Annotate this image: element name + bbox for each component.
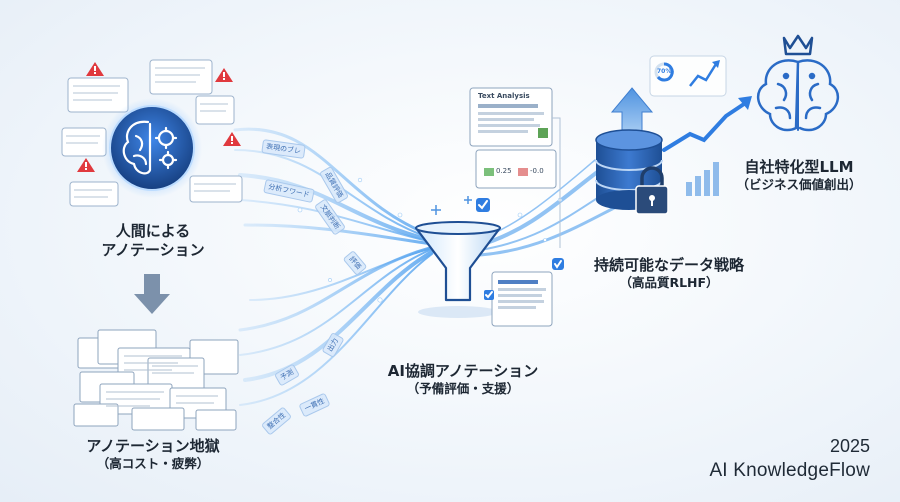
sparkles: [297, 177, 563, 303]
node-human-annotation: 人間による アノテーション: [88, 222, 218, 260]
metric-a-value: 0.25: [496, 167, 512, 175]
node-title: 自社特化型LLM: [744, 158, 854, 176]
node-title: AI協調アノテーション: [387, 362, 539, 380]
node-title: アノテーション地獄: [86, 437, 220, 455]
warning-icon: [77, 62, 241, 172]
node-title: 人間による: [115, 222, 191, 240]
annotation-hell-lines: [106, 355, 218, 407]
brain-gear-icon: [122, 120, 178, 175]
analysis-card-title: Text Analysis: [478, 92, 530, 100]
node-subtitle: （ビジネス価値創出）: [736, 176, 862, 192]
annotation-hell-pile: [73, 329, 239, 431]
brand-year: 2025: [829, 436, 870, 456]
brand-name: AI KnowledgeFlow: [709, 460, 870, 481]
node-annotation-hell: アノテーション地獄 （高コスト・疲弊）: [68, 437, 238, 471]
metric-b-value: -0.0: [530, 167, 544, 175]
analysis-card: [469, 87, 553, 147]
lock-icon: [635, 166, 669, 215]
node-subtitle: アノテーション: [101, 240, 205, 259]
up-arrow-icon: [610, 87, 654, 135]
metrics-card: [475, 149, 557, 189]
node-subtitle: （高品質RLHF）: [619, 274, 719, 290]
crown-icon: [782, 34, 814, 56]
brain-icon: [757, 59, 839, 132]
node-subtitle: （予備評価・支援）: [406, 380, 520, 396]
chart-badge: 70%: [657, 68, 672, 75]
node-custom-llm: 自社特化型LLM （ビジネス価値創出）: [724, 158, 874, 192]
funnel-icon: [414, 196, 502, 318]
node-title: 持続可能なデータ戦略: [593, 256, 744, 274]
review-card: [491, 271, 553, 327]
growth-chart: [649, 55, 752, 196]
node-ai-annotation: AI協調アノテーション （予備評価・支援）: [378, 362, 548, 396]
down-arrow-icon: [134, 274, 170, 314]
human-annotation-cluster: [61, 59, 243, 207]
node-subtitle: （高コスト・疲弊）: [96, 455, 210, 471]
node-data-strategy: 持続可能なデータ戦略 （高品質RLHF）: [574, 256, 764, 290]
